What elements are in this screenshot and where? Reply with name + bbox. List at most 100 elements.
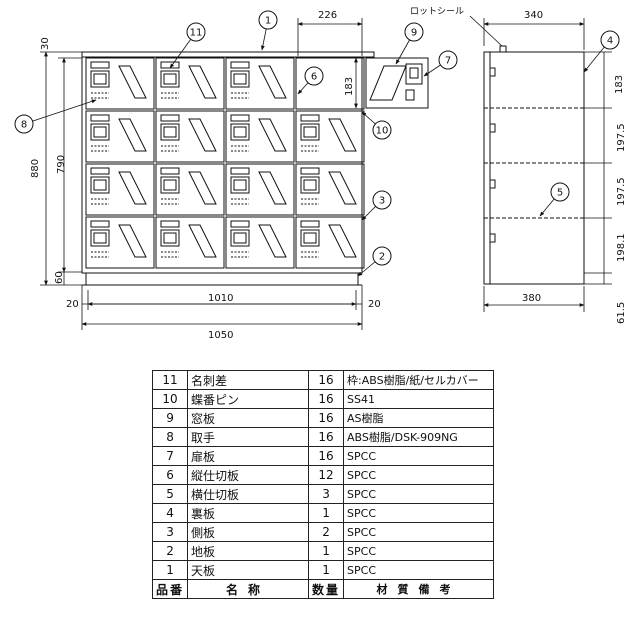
- side-view: [483, 45, 585, 285]
- locker-door: [225, 110, 295, 163]
- callout-6: 6: [297, 66, 324, 95]
- header-quantity: 数量: [308, 579, 345, 599]
- table-header-row: 品番名称数量材質備考: [151, 579, 495, 599]
- locker-door: [295, 163, 365, 216]
- lot-seal-label: ロットシール: [410, 7, 464, 17]
- locker-door: [155, 163, 225, 216]
- quantity-cell: 12: [308, 465, 345, 485]
- callout-7: 7: [423, 50, 458, 77]
- callout-number: 3: [379, 196, 385, 207]
- part-number-cell: 9: [151, 408, 189, 428]
- dim-inner-1010: 1010: [208, 293, 233, 304]
- dim-top-30: 30: [40, 37, 51, 50]
- locker-door: [155, 216, 225, 269]
- callout-10: 10: [361, 111, 392, 140]
- part-number-cell: 7: [151, 446, 189, 466]
- locker-door: [225, 57, 295, 110]
- locker-door: [85, 110, 155, 163]
- base-plinth: [85, 272, 359, 286]
- callout-number: 6: [311, 72, 317, 83]
- quantity-cell: 16: [308, 389, 345, 409]
- part-number-cell: 4: [151, 503, 189, 523]
- locker-door: [155, 110, 225, 163]
- quantity-cell: 16: [308, 408, 345, 428]
- dim-height-880: 880: [30, 159, 41, 178]
- quantity-cell: 2: [308, 522, 345, 542]
- part-name-cell: 名刺差: [187, 370, 310, 390]
- front-view: [81, 51, 375, 286]
- part-number-cell: 6: [151, 465, 189, 485]
- part-number-cell: 10: [151, 389, 189, 409]
- part-name-cell: 地板: [187, 541, 310, 561]
- part-name-cell: 窓板: [187, 408, 310, 428]
- dim-door-width-226: 226: [318, 10, 337, 21]
- dim-height-790: 790: [56, 155, 67, 174]
- part-number-cell: 2: [151, 541, 189, 561]
- callout-3: 3: [361, 190, 392, 221]
- dim-right-183: 183: [614, 75, 625, 94]
- locker-door: [225, 163, 295, 216]
- locker-door: [85, 57, 155, 110]
- open-door: [365, 57, 429, 109]
- material-cell: 枠:ABS樹脂/紙/セルカバー: [343, 370, 495, 390]
- dim-depth-380: 380: [522, 293, 541, 304]
- dim-bottom-60: 60: [54, 271, 65, 284]
- part-name-cell: 天板: [187, 560, 310, 580]
- quantity-cell: 3: [308, 484, 345, 504]
- dim-total-1050: 1050: [208, 330, 233, 341]
- part-name-cell: 蝶番ピン: [187, 389, 310, 409]
- quantity-cell: 16: [308, 446, 345, 466]
- callout-number: 8: [21, 120, 27, 131]
- locker-door: [295, 110, 365, 163]
- part-number-cell: 3: [151, 522, 189, 542]
- callout-1: 1: [258, 10, 278, 51]
- locker-door-grid: [85, 57, 365, 269]
- quantity-cell: 1: [308, 560, 345, 580]
- material-cell: SS41: [343, 389, 495, 409]
- part-number-cell: 11: [151, 370, 189, 390]
- callout-number: 7: [445, 56, 451, 67]
- callout-number: 11: [190, 28, 203, 39]
- material-cell: ABS樹脂/DSK-909NG: [343, 427, 495, 447]
- callout-11: 11: [169, 22, 206, 69]
- cabinet-body: [81, 56, 363, 274]
- dimension-lines: [40, 18, 612, 330]
- part-name-cell: 側板: [187, 522, 310, 542]
- header-part-name: 名称: [187, 579, 310, 599]
- callout-number: 2: [379, 252, 385, 263]
- callout-5: 5: [539, 182, 570, 217]
- dim-side-left-20: 20: [66, 299, 79, 310]
- locker-door: [225, 216, 295, 269]
- locker-door: [85, 216, 155, 269]
- part-number-cell: 1: [151, 560, 189, 580]
- dim-right-61-5: 61.5: [616, 302, 627, 324]
- locker-door: [85, 163, 155, 216]
- callout-9: 9: [395, 22, 424, 65]
- material-cell: SPCC: [343, 560, 495, 580]
- callout-number: 10: [376, 126, 389, 137]
- locker-door: [295, 216, 365, 269]
- material-cell: SPCC: [343, 522, 495, 542]
- part-name-cell: 取手: [187, 427, 310, 447]
- material-cell: SPCC: [343, 503, 495, 523]
- callout-4: 4: [583, 30, 620, 73]
- callout-8: 8: [14, 99, 97, 134]
- part-name-cell: 裏板: [187, 503, 310, 523]
- callout-number: 5: [557, 188, 563, 199]
- header-material: 材質備考: [343, 579, 495, 599]
- material-cell: SPCC: [343, 541, 495, 561]
- dim-right-197-5-a: 197.5: [616, 123, 627, 152]
- material-cell: AS樹脂: [343, 408, 495, 428]
- locker-door: [155, 57, 225, 110]
